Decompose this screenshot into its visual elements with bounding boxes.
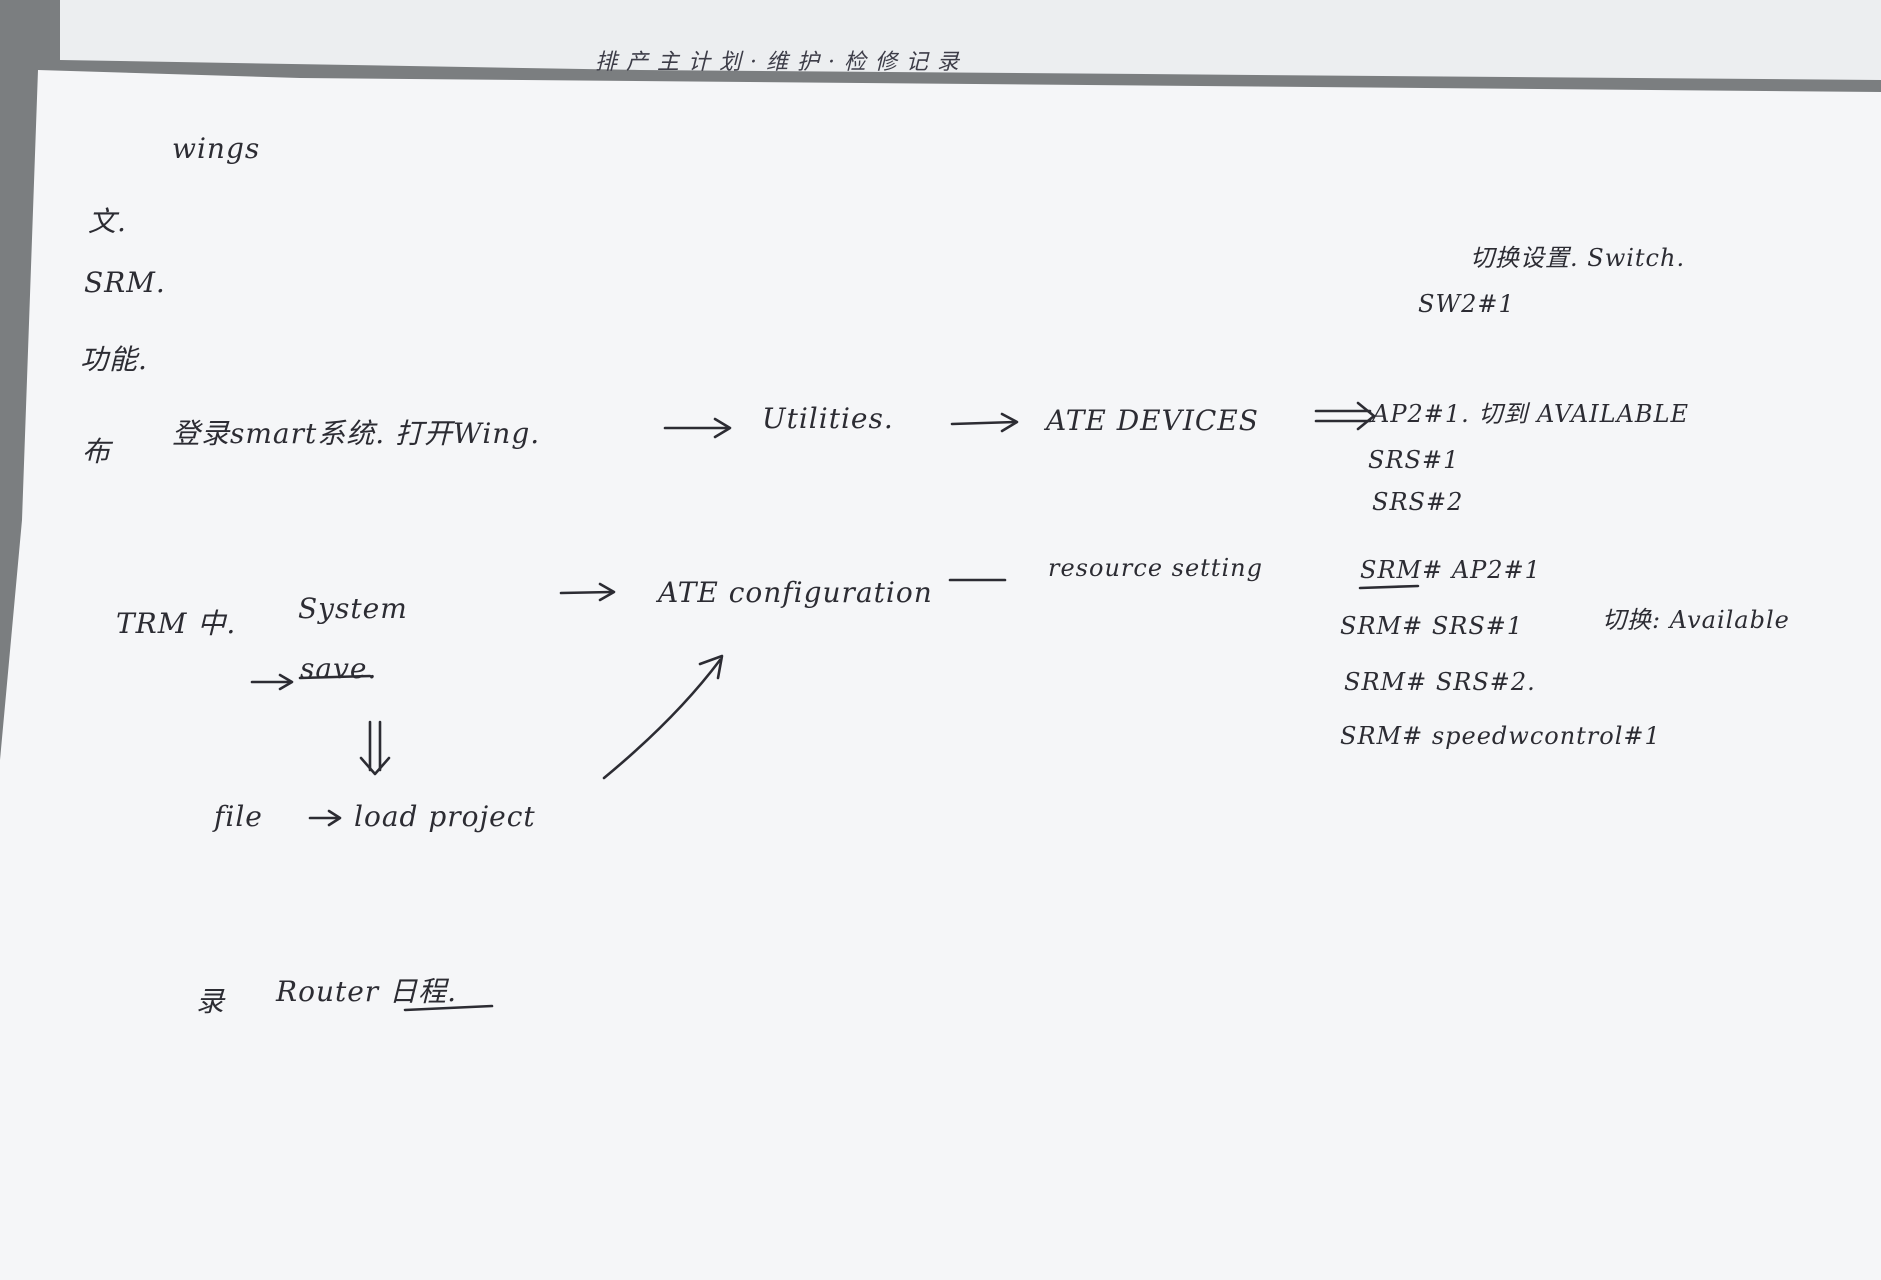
- file-arrow: [308, 809, 342, 827]
- flow-login: 登录smart系统. 打开Wing.: [172, 417, 541, 450]
- router-note: Router 日程.: [276, 975, 457, 1008]
- file-label: file: [214, 800, 263, 833]
- save-arrow: [250, 673, 294, 691]
- note-bullet-1: 文.: [88, 205, 127, 238]
- system-label: System: [298, 592, 408, 625]
- switch-id: SW2#1: [1418, 290, 1515, 318]
- load-to-config-arrow: [602, 654, 724, 780]
- switch-note: 切换设置. Switch.: [1470, 244, 1686, 272]
- ate-configuration: ATE configuration: [658, 576, 933, 609]
- note-step-marker: 布: [82, 435, 112, 468]
- flow-arrow-2: [950, 412, 1019, 433]
- note-bullet-2: SRM.: [84, 266, 166, 299]
- trm-arrow: [559, 582, 616, 602]
- resource-setting: resource setting: [1048, 554, 1263, 582]
- note-top-word: wings: [172, 132, 261, 165]
- double-arrow: [1314, 401, 1376, 431]
- flow-utilities: Utilities.: [762, 402, 894, 435]
- save-strikethrough: [298, 674, 372, 680]
- srm-underline: [1358, 584, 1420, 590]
- flow-arrow-1: [663, 417, 732, 439]
- ate-list-item-1: AP2#1. 切到 AVAILABLE: [1372, 400, 1690, 428]
- ate-list-item-2: SRS#1: [1368, 446, 1460, 474]
- router-underline: [403, 1004, 494, 1012]
- srm-list-item-4: SRM# speedwcontrol#1: [1340, 722, 1661, 750]
- srm-status: 切换: Available: [1602, 606, 1790, 634]
- router-marker: 录: [196, 985, 226, 1018]
- ate-list-item-3: SRS#2: [1372, 488, 1464, 516]
- note-bullet-3: 功能.: [80, 343, 148, 376]
- srm-list-item-2: SRM# SRS#1: [1340, 612, 1524, 640]
- save-label: save.: [300, 652, 378, 685]
- down-double-arrow: [359, 720, 391, 776]
- trm-label: TRM 中.: [116, 607, 237, 640]
- srm-list-item-1: SRM# AP2#1: [1360, 556, 1541, 584]
- flow-ate-devices: ATE DEVICES: [1046, 404, 1259, 437]
- load-project: load project: [354, 800, 536, 833]
- back-sheet-text: 排 产 主 计 划 · 维 护 · 检 修 记 录: [595, 50, 960, 75]
- srm-list-item-3: SRM# SRS#2.: [1344, 668, 1536, 696]
